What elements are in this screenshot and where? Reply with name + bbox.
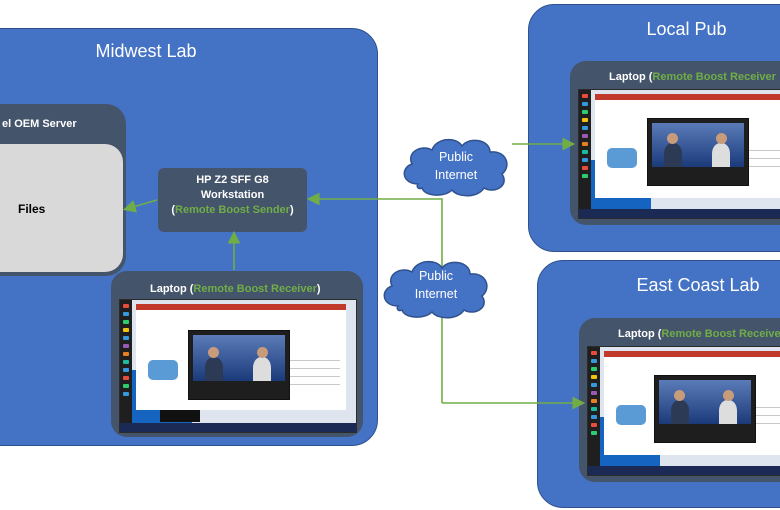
region-title-midwest: Midwest Lab [95,41,197,61]
workstation-role-line: (Remote Boost Sender) [171,204,294,216]
laptop-pub: Laptop (Remote Boost Receiver [570,61,780,225]
laptop-eastcoast-screen [587,346,780,476]
cloud-top-line1: Public [438,150,474,164]
oem-server-box: el OEM Server Files [0,104,126,276]
laptop-midwest: Laptop (Remote Boost Receiver) [111,271,363,437]
workstation-type: Workstation [200,189,265,201]
laptop-midwest-title: Laptop (Remote Boost Receiver) [150,283,321,295]
cloud-icon [403,138,508,197]
cloud-public-internet-top: Public Internet [398,134,514,198]
laptop-eastcoast-title: Laptop (Remote Boost Receiver [618,328,780,340]
laptop-midwest-screen [119,299,357,433]
workstation-model: HP Z2 SFF G8 [196,174,269,186]
cloud-bottom-line1: Public [418,269,454,283]
server-title: el OEM Server [2,118,77,130]
region-title-pub: Local Pub [646,19,727,39]
cloud-top-line2: Internet [434,168,478,182]
cloud-public-internet-bottom: Public Internet [378,254,494,320]
files-label: Files [18,202,46,216]
workstation-role: Remote Boost Sender [175,204,290,216]
files-box: Files [0,144,123,272]
laptop-eastcoast-role: Remote Boost Receiver [661,328,780,340]
cloud-bottom-line2: Internet [414,287,458,301]
workstation-box: HP Z2 SFF G8 Workstation (Remote Boost S… [158,168,307,232]
laptop-pub-screen [578,89,780,219]
laptop-midwest-role: Remote Boost Receiver [193,283,317,295]
laptop-pub-title: Laptop (Remote Boost Receiver [609,71,776,83]
laptop-eastcoast: Laptop (Remote Boost Receiver [579,318,780,482]
laptop-pub-role: Remote Boost Receiver [652,71,776,83]
region-title-eastcoast: East Coast Lab [636,275,760,295]
